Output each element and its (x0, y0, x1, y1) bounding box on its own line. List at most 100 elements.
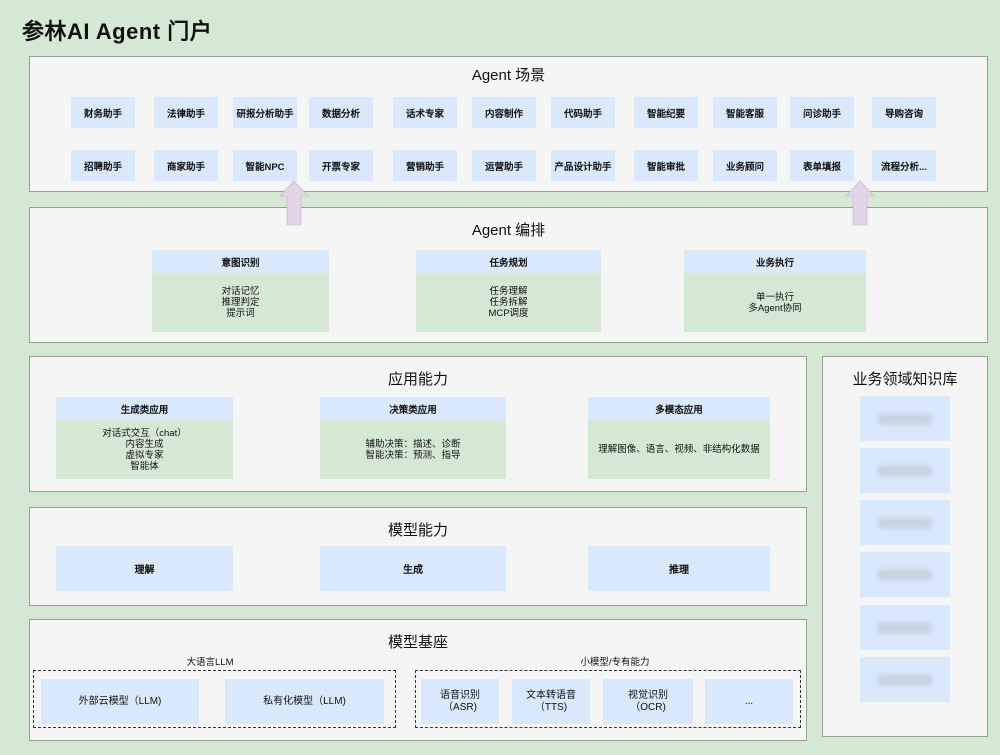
scenario-chip[interactable]: 法律助手 (154, 97, 218, 128)
card-header: 意图识别 (152, 250, 329, 273)
card-line: 虚拟专家 (125, 449, 164, 461)
card-header: 业务执行 (684, 250, 866, 273)
small-model-group (415, 670, 801, 728)
blurred-label (877, 621, 933, 634)
application-card-multimodal: 多模态应用 理解图像、语言、视频、非结构化数据 (588, 397, 770, 479)
agent-scenarios-section: Agent 场景 财务助手 法律助手 研报分析助手 数据分析 话术专家 内容制作… (29, 56, 988, 192)
scenario-chip[interactable]: 问诊助手 (790, 97, 854, 128)
small-model-group-label: 小模型/专有能力 (580, 657, 650, 668)
small-item-abbr: （ASR) (443, 701, 477, 713)
knowledge-item[interactable] (860, 657, 950, 702)
card-line: 辅助决策：描述、诊断 (365, 438, 461, 450)
card-line: 任务拆解 (489, 297, 528, 308)
small-item-name: 语音识别 (440, 689, 480, 701)
model-item-generate[interactable]: 生成 (320, 546, 506, 591)
small-item-abbr: （TTS) (534, 701, 568, 713)
scenario-chip[interactable]: 招聘助手 (71, 150, 135, 181)
knowledge-base-section: 业务领域知识库 (822, 356, 988, 737)
scenario-chip[interactable]: 话术专家 (393, 97, 457, 128)
arrow-up-icon (279, 180, 309, 226)
knowledge-item[interactable] (860, 448, 950, 493)
orchestration-card-intent: 意图识别 对话记忆 推理判定 提示词 (152, 250, 329, 332)
scenario-chip[interactable]: 智能NPC (233, 150, 297, 181)
scenario-chip[interactable]: 代码助手 (551, 97, 615, 128)
agent-scenarios-title: Agent 场景 (471, 67, 546, 84)
scenario-chip[interactable]: 导购咨询 (872, 97, 936, 128)
blurred-label (877, 516, 933, 529)
scenario-chip[interactable]: 运营助手 (472, 150, 536, 181)
small-item-asr[interactable]: 语音识别 （ASR) (421, 679, 499, 724)
card-line: 内容生成 (125, 438, 164, 450)
card-line: 理解图像、语言、视频、非结构化数据 (598, 444, 760, 455)
model-base-title: 模型基座 (387, 634, 448, 651)
scenario-chip[interactable]: 流程分析... (872, 150, 936, 181)
model-capability-section: 模型能力 理解 生成 推理 (29, 507, 807, 606)
application-card-decision: 决策类应用 辅助决策：描述、诊断 智能决策：预测、指导 (320, 397, 506, 479)
knowledge-item[interactable] (860, 605, 950, 650)
llm-group-label: 大语言LLM (186, 657, 234, 668)
card-line: 多Agent协同 (748, 302, 802, 314)
small-item-ocr[interactable]: 视觉识别 （OCR) (603, 679, 693, 724)
application-card-generative: 生成类应用 对话式交互（chat） 内容生成 虚拟专家 智能体 (56, 397, 233, 479)
scenario-chip[interactable]: 研报分析助手 (233, 97, 297, 128)
card-body: 对话记忆 推理判定 提示词 (152, 273, 329, 332)
scenario-chip[interactable]: 智能纪要 (634, 97, 698, 128)
card-line: 单一执行 (755, 291, 794, 303)
small-item-more[interactable]: ... (705, 679, 793, 724)
card-body: 单一执行 多Agent协同 (684, 273, 866, 332)
card-body: 理解图像、语言、视频、非结构化数据 (588, 420, 770, 479)
page-title: 参林AI Agent 门户 (22, 19, 213, 44)
card-line: MCP调度 (488, 308, 529, 319)
model-item-understand[interactable]: 理解 (56, 546, 233, 591)
small-item-tts[interactable]: 文本转语音 （TTS) (512, 679, 590, 724)
scenario-chip[interactable]: 业务顾问 (713, 150, 777, 181)
card-line: 对话式交互（chat） (102, 427, 187, 439)
scenario-chip[interactable]: 智能客服 (713, 97, 777, 128)
card-line: 提示词 (226, 308, 255, 319)
arrow-up-icon (845, 180, 875, 226)
card-body: 对话式交互（chat） 内容生成 虚拟专家 智能体 (56, 420, 233, 479)
model-item-reason[interactable]: 推理 (588, 546, 770, 591)
application-section: 应用能力 生成类应用 对话式交互（chat） 内容生成 虚拟专家 智能体 决策类… (29, 356, 807, 492)
knowledge-item[interactable] (860, 396, 950, 441)
blurred-label (877, 464, 933, 477)
knowledge-item[interactable] (860, 552, 950, 597)
card-body: 任务理解 任务拆解 MCP调度 (416, 273, 601, 332)
blurred-label (877, 568, 933, 581)
application-title: 应用能力 (387, 371, 448, 388)
card-header: 决策类应用 (320, 397, 506, 420)
scenario-chip[interactable]: 开票专家 (309, 150, 373, 181)
card-line: 推理判定 (221, 297, 260, 308)
llm-item-cloud[interactable]: 外部云模型（LLM) (41, 679, 199, 724)
card-header: 生成类应用 (56, 397, 233, 420)
model-capability-title: 模型能力 (387, 522, 448, 539)
scenario-chip[interactable]: 营销助手 (393, 150, 457, 181)
scenario-chip[interactable]: 智能审批 (634, 150, 698, 181)
model-base-section: 模型基座 大语言LLM 外部云模型（LLM) 私有化模型（LLM) 小模型/专有… (29, 619, 807, 741)
blurred-label (877, 673, 933, 686)
scenario-chip[interactable]: 数据分析 (309, 97, 373, 128)
scenario-chip[interactable]: 表单填报 (790, 150, 854, 181)
card-body: 辅助决策：描述、诊断 智能决策：预测、指导 (320, 420, 506, 479)
small-item-name: 文本转语音 (526, 689, 576, 701)
card-line: 任务理解 (489, 286, 528, 297)
agent-orchestration-section: Agent 编排 意图识别 对话记忆 推理判定 提示词 任务规划 任务理解 任务… (29, 207, 988, 343)
small-item-name: 视觉识别 (628, 689, 668, 701)
llm-group (33, 670, 396, 728)
small-item-name: ... (744, 695, 754, 707)
card-header: 多模态应用 (588, 397, 770, 420)
orchestration-card-planning: 任务规划 任务理解 任务拆解 MCP调度 (416, 250, 601, 332)
scenario-chip[interactable]: 产品设计助手 (551, 150, 615, 181)
scenario-chip[interactable]: 财务助手 (71, 97, 135, 128)
orchestration-card-execution: 业务执行 单一执行 多Agent协同 (684, 250, 866, 332)
llm-item-private[interactable]: 私有化模型（LLM) (225, 679, 384, 724)
card-line: 智能决策：预测、指导 (365, 449, 461, 461)
card-header: 任务规划 (416, 250, 601, 273)
agent-orchestration-title: Agent 编排 (471, 222, 546, 239)
blurred-label (877, 412, 933, 425)
knowledge-item[interactable] (860, 500, 950, 545)
scenario-chip[interactable]: 商家助手 (154, 150, 218, 181)
scenario-chip[interactable]: 内容制作 (472, 97, 536, 128)
card-line: 对话记忆 (221, 286, 260, 297)
knowledge-base-title: 业务领域知识库 (852, 371, 958, 388)
